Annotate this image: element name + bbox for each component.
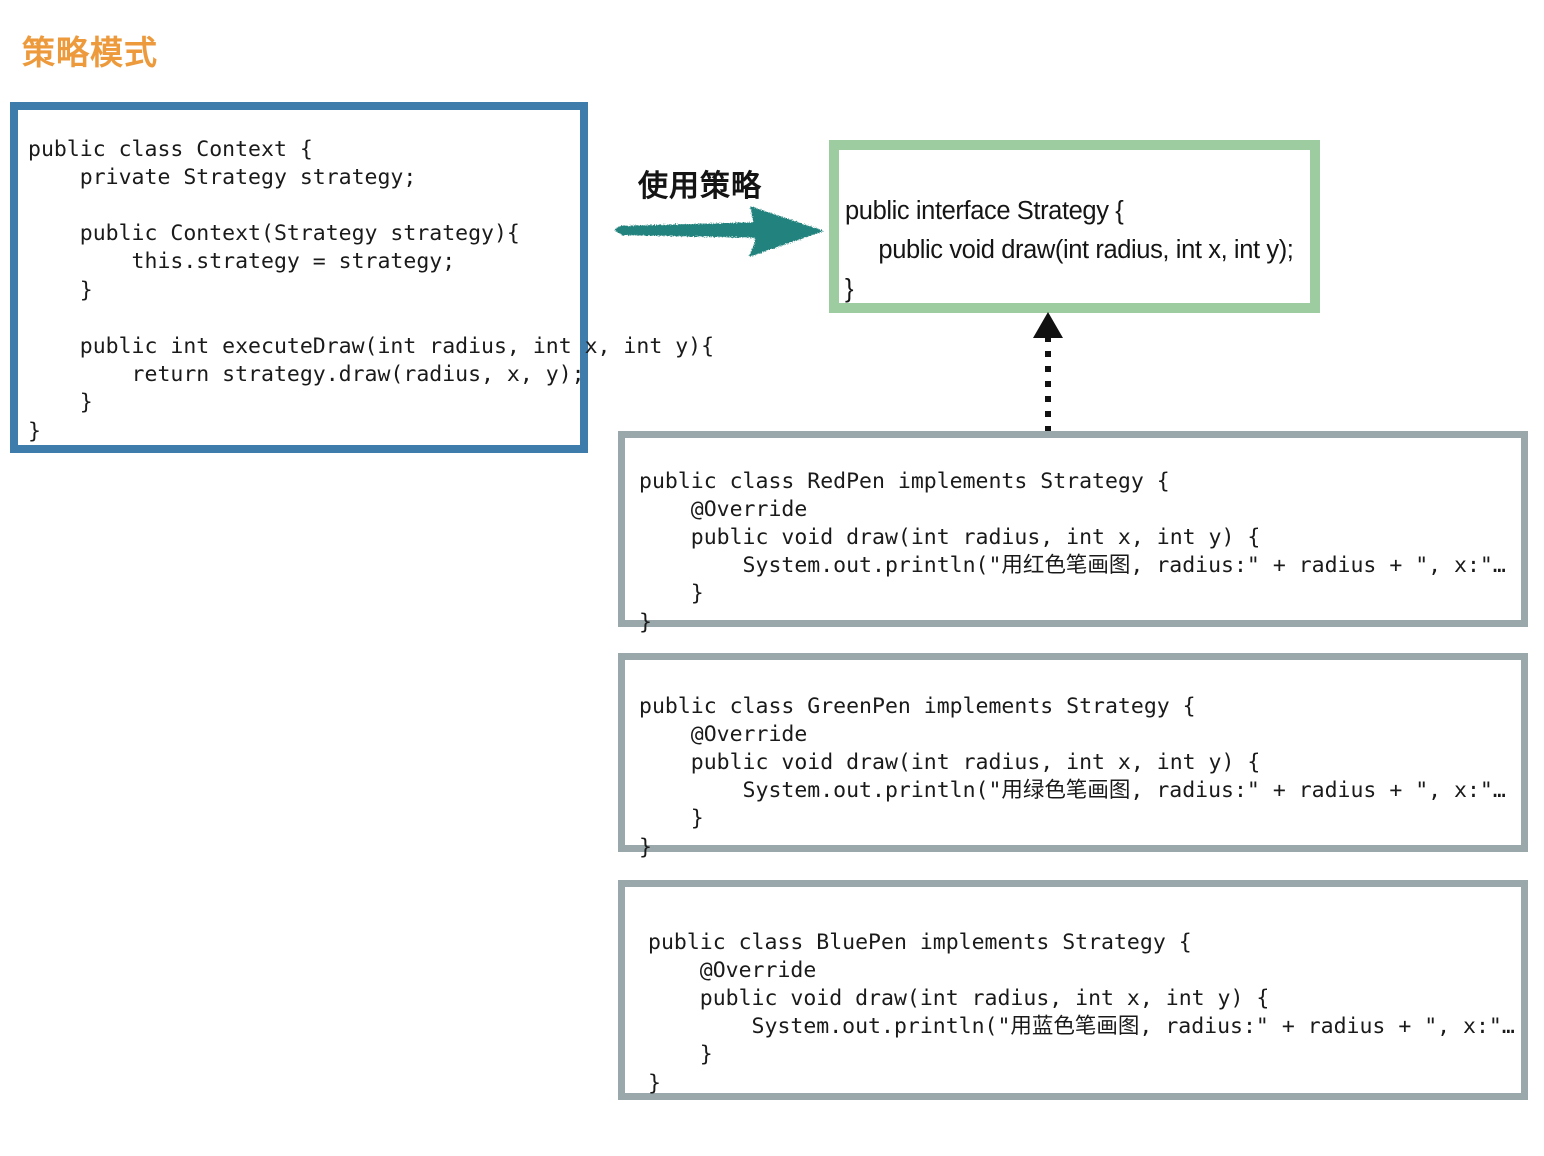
context-class-box (10, 102, 588, 453)
redpen-class-code: public class RedPen implements Strategy … (639, 468, 1506, 635)
redpen-class-box (618, 431, 1528, 627)
use-strategy-label: 使用策略 (638, 169, 762, 204)
greenpen-class-code: public class GreenPen implements Strateg… (639, 693, 1506, 860)
strategy-interface-box (829, 140, 1320, 313)
greenpen-class-box (618, 653, 1528, 852)
bluepen-class-code: public class BluePen implements Strategy… (648, 929, 1515, 1096)
implements-dotted-arrow-icon (1033, 312, 1063, 437)
strategy-interface-code: public interface Strategy { public void … (845, 196, 1294, 303)
bluepen-class-box (618, 880, 1528, 1100)
context-class-code: public class Context { private Strategy … (28, 136, 715, 444)
page-title: 策略模式 (22, 33, 158, 72)
use-strategy-arrow-icon (614, 206, 824, 257)
